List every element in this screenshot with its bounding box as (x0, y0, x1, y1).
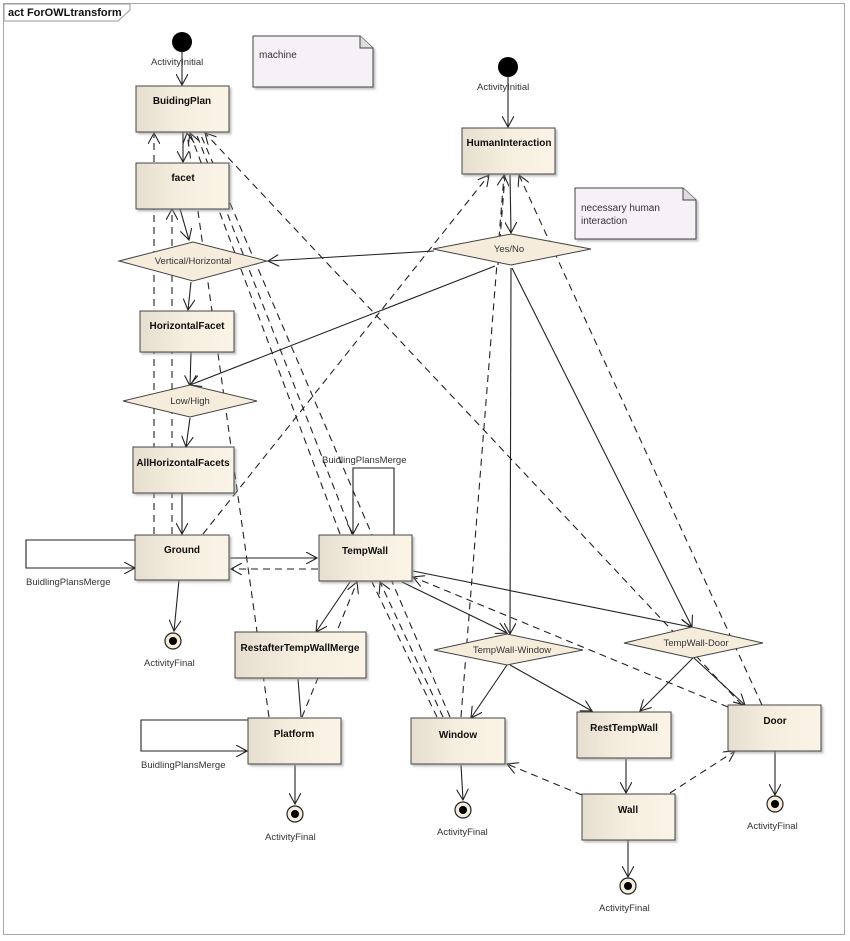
final-node-platform[interactable]: ActivityFinal (265, 805, 316, 843)
decision-vertical-horizontal-label: Vertical/Horizontal (155, 256, 232, 267)
action-platform[interactable]: Platform (247, 717, 342, 765)
action-allhorizontalfacets[interactable]: AllHorizontalFacets (132, 446, 235, 494)
action-tempwall-label: TempWall (342, 546, 388, 557)
action-buidingplan[interactable]: BuidingPlan (135, 85, 230, 133)
edges (25, 50, 775, 877)
decision-low-high[interactable]: Low/High (122, 384, 258, 418)
action-door-label: Door (763, 716, 786, 727)
final-node-ground[interactable]: ActivityFinal (144, 632, 195, 669)
action-resttempwall[interactable]: RestTempWall (576, 711, 672, 759)
note-human-line1: necessary human (581, 203, 660, 214)
decision-yes-no-label: Yes/No (494, 244, 524, 255)
self-loop-ground-label: BuidlingPlansMerge (26, 577, 111, 588)
note-machine-text: machine (259, 50, 297, 61)
self-loop-tempwall-label: BuidlingPlansMerge (322, 455, 407, 466)
action-facet-label: facet (171, 173, 195, 184)
action-allhorizontalfacets-label: AllHorizontalFacets (136, 458, 230, 469)
decision-tempwall-window-label: TempWall-Window (473, 645, 551, 656)
initial-node-1-label: ActivityInitial (151, 57, 203, 68)
note-necessary-human-interaction[interactable]: necessary human interaction (574, 187, 697, 240)
final-node-door[interactable]: ActivityFinal (747, 795, 798, 832)
final-node-platform-label: ActivityFinal (265, 832, 316, 843)
initial-node-2[interactable]: ActivityInitial (477, 57, 529, 93)
decision-tempwall-window[interactable]: TempWall-Window (433, 633, 584, 666)
action-wall[interactable]: Wall (581, 793, 676, 841)
decision-vertical-horizontal[interactable]: Vertical/Horizontal (117, 241, 269, 282)
final-node-door-label: ActivityFinal (747, 821, 798, 832)
final-node-wall[interactable]: ActivityFinal (599, 877, 650, 914)
action-humaninteraction-label: HumanInteraction (466, 138, 551, 149)
frame-title-tab: act ForOWLtransform (3, 3, 131, 22)
frame-title: act ForOWLtransform (8, 7, 122, 19)
action-door[interactable]: Door (727, 704, 822, 752)
action-buidingplan-label: BuidingPlan (153, 96, 211, 107)
final-node-ground-label: ActivityFinal (144, 658, 195, 669)
final-node-window-label: ActivityFinal (437, 827, 488, 838)
action-platform-label: Platform (274, 729, 315, 740)
decision-tempwall-door[interactable]: TempWall-Door (623, 626, 764, 659)
decision-tempwall-door-label: TempWall-Door (663, 638, 728, 649)
action-facet[interactable]: facet (135, 162, 230, 210)
action-resttempwall-label: RestTempWall (590, 723, 658, 734)
action-window-label: Window (439, 730, 477, 741)
action-horizontalfacet[interactable]: HorizontalFacet (139, 310, 235, 353)
initial-node-1[interactable]: ActivityInitial (151, 32, 203, 68)
note-human-line2: interaction (581, 216, 627, 227)
self-loop-platform-label: BuidlingPlansMerge (141, 760, 226, 771)
action-tempwall[interactable]: TempWall (318, 534, 413, 582)
final-node-window[interactable]: ActivityFinal (437, 801, 488, 838)
final-node-wall-label: ActivityFinal (599, 903, 650, 914)
action-humaninteraction[interactable]: HumanInteraction (461, 127, 556, 175)
note-machine[interactable]: machine (252, 35, 374, 88)
action-ground-label: Ground (164, 545, 200, 556)
action-wall-label: Wall (618, 805, 638, 816)
decision-yes-no[interactable]: Yes/No (432, 233, 592, 266)
action-restaftertempwallmerge-label: RestafterTempWallMerge (241, 643, 360, 654)
action-horizontalfacet-label: HorizontalFacet (149, 321, 225, 332)
decision-low-high-label: Low/High (170, 396, 210, 407)
initial-node-2-label: ActivityInitial (477, 82, 529, 93)
action-window[interactable]: Window (410, 717, 506, 765)
action-ground[interactable]: Ground (134, 534, 230, 581)
action-restaftertempwallmerge[interactable]: RestafterTempWallMerge (234, 631, 367, 679)
